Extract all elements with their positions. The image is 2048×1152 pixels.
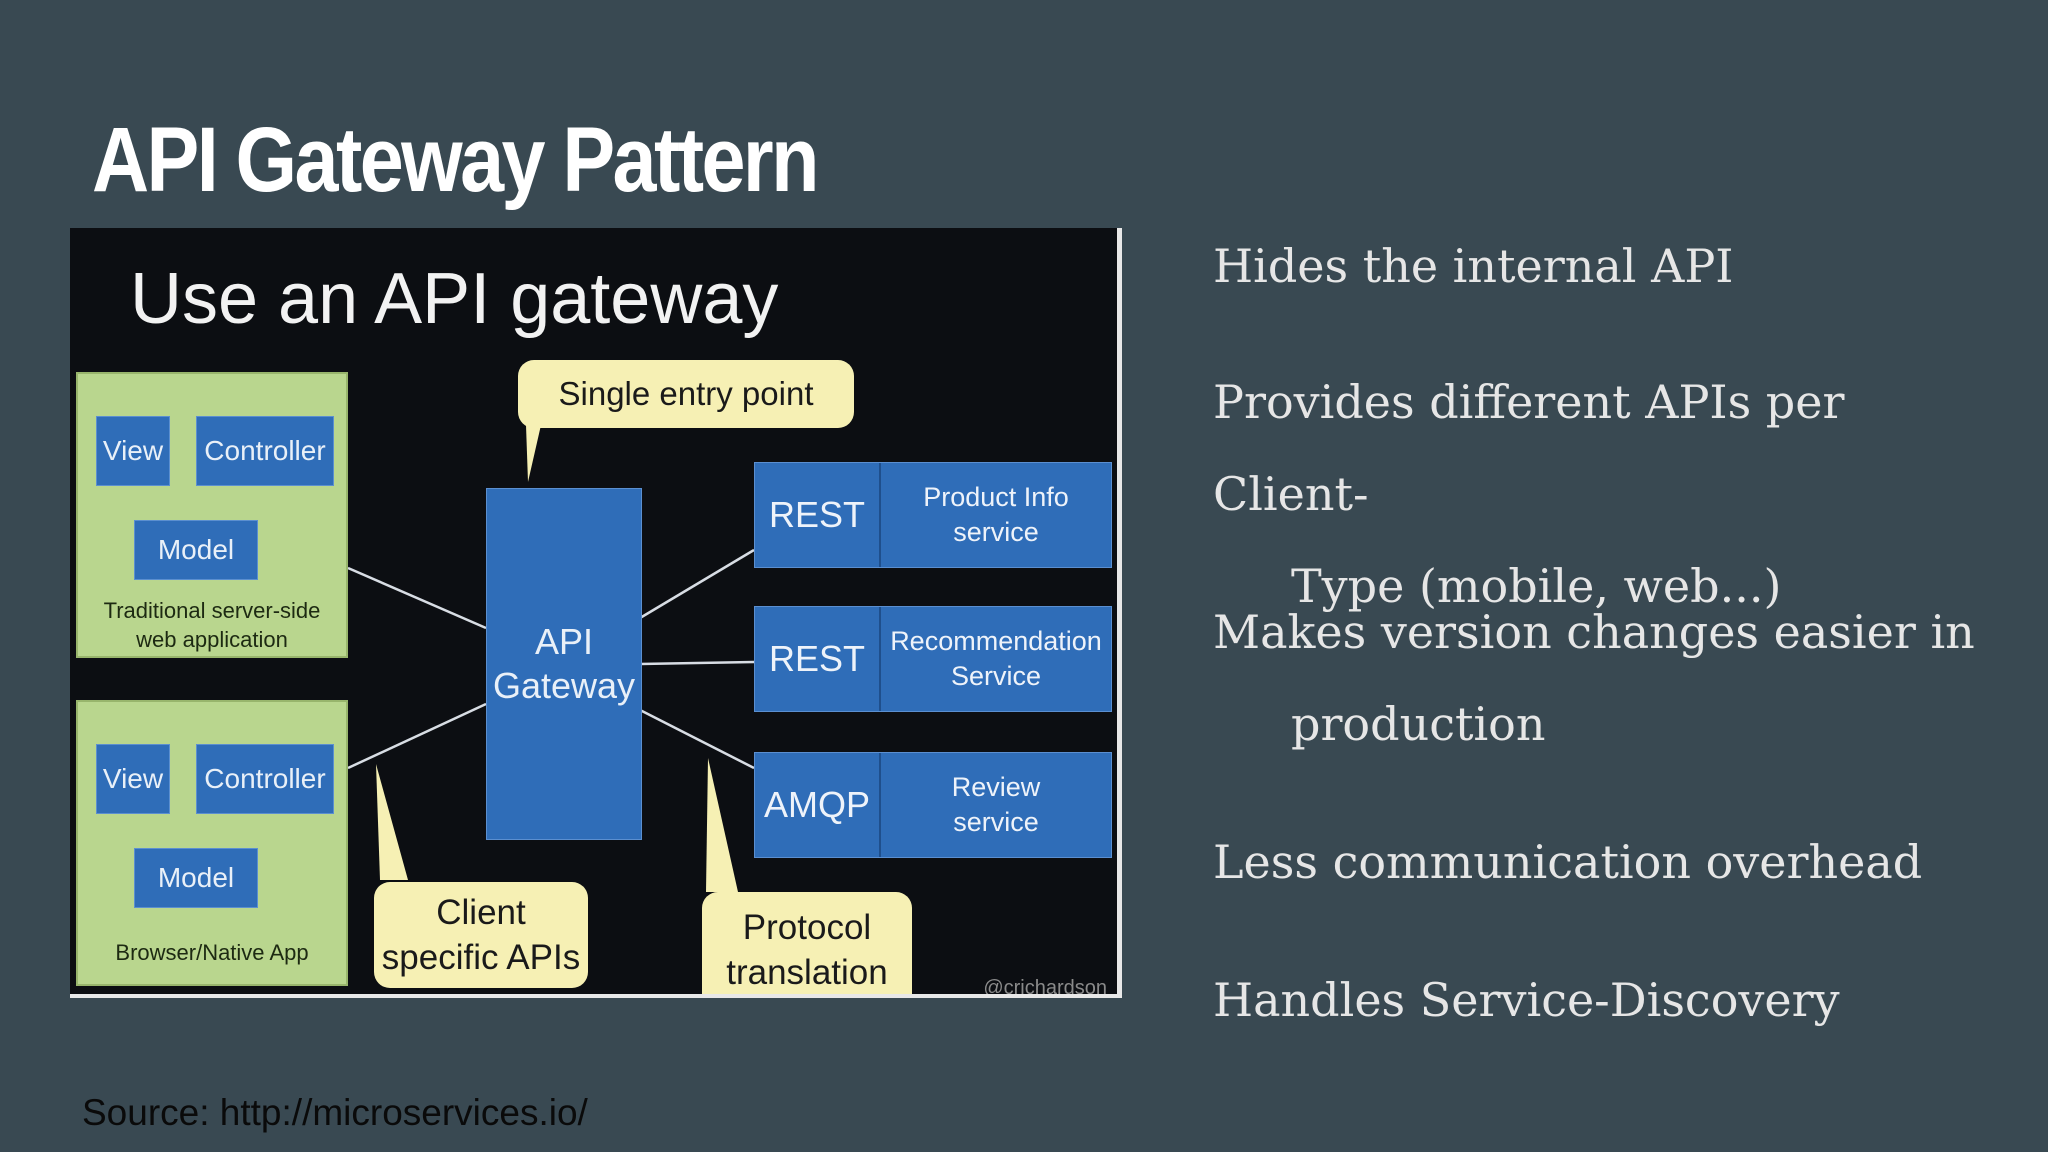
view-box: View bbox=[96, 416, 170, 486]
api-gateway-box: API Gateway bbox=[486, 488, 642, 840]
bullet-item: Makes version changes easier in producti… bbox=[1213, 605, 1975, 751]
model-label: Model bbox=[157, 862, 235, 893]
diagram-credit: @crichardson bbox=[983, 977, 1107, 998]
server-app-connector bbox=[347, 566, 487, 630]
protocol-label: REST bbox=[755, 607, 881, 711]
bullet-item: Less communication overhead bbox=[1213, 835, 1923, 889]
server-side-app-box: View Controller Model Traditional server… bbox=[76, 372, 348, 658]
bullet-item: Provides different APIs per Client- Type… bbox=[1213, 375, 1845, 613]
model-box: Model bbox=[134, 520, 258, 580]
client-specific-apis-callout: Client specific APIs bbox=[374, 882, 588, 988]
protocol-label: REST bbox=[755, 463, 881, 567]
diagram-title: Use an API gateway bbox=[130, 259, 779, 339]
single-entry-point-callout: Single entry point bbox=[518, 360, 854, 428]
bullet-item: Handles Service-Discovery bbox=[1213, 973, 1840, 1027]
view-box: View bbox=[96, 744, 170, 814]
protocol-label: AMQP bbox=[755, 753, 881, 857]
source-citation: Source: http://microservices.io/ bbox=[82, 1092, 588, 1133]
slide-title: API Gateway Pattern bbox=[92, 109, 819, 211]
protocol-translation-callout: Protocol translation bbox=[702, 892, 912, 994]
controller-label: Controller bbox=[204, 435, 326, 466]
model-box: Model bbox=[134, 848, 258, 908]
view-label: View bbox=[102, 763, 164, 794]
gateway-label-line1: API bbox=[534, 621, 594, 662]
native-app-label: Browser/Native App bbox=[115, 940, 309, 965]
controller-label: Controller bbox=[204, 763, 326, 794]
controller-box: Controller bbox=[196, 744, 334, 814]
review-service-connector bbox=[639, 708, 755, 770]
view-label: View bbox=[102, 435, 164, 466]
protocol-callout-pointer bbox=[706, 758, 738, 892]
recommendation-service-connector bbox=[639, 660, 755, 666]
native-app-connector bbox=[347, 702, 487, 770]
gateway-label-line2: Gateway bbox=[492, 665, 636, 706]
native-app-box: View Controller Model Browser/Native App bbox=[76, 700, 348, 986]
product-service-connector bbox=[639, 548, 755, 620]
server-side-app-label: Traditional server-side web application bbox=[103, 598, 321, 652]
controller-box: Controller bbox=[196, 416, 334, 486]
model-label: Model bbox=[157, 534, 235, 565]
client-callout-pointer bbox=[376, 764, 408, 880]
architecture-diagram: Use an API gateway View Controller Model… bbox=[70, 228, 1122, 998]
bullet-item: Hides the internal API bbox=[1213, 239, 1734, 293]
